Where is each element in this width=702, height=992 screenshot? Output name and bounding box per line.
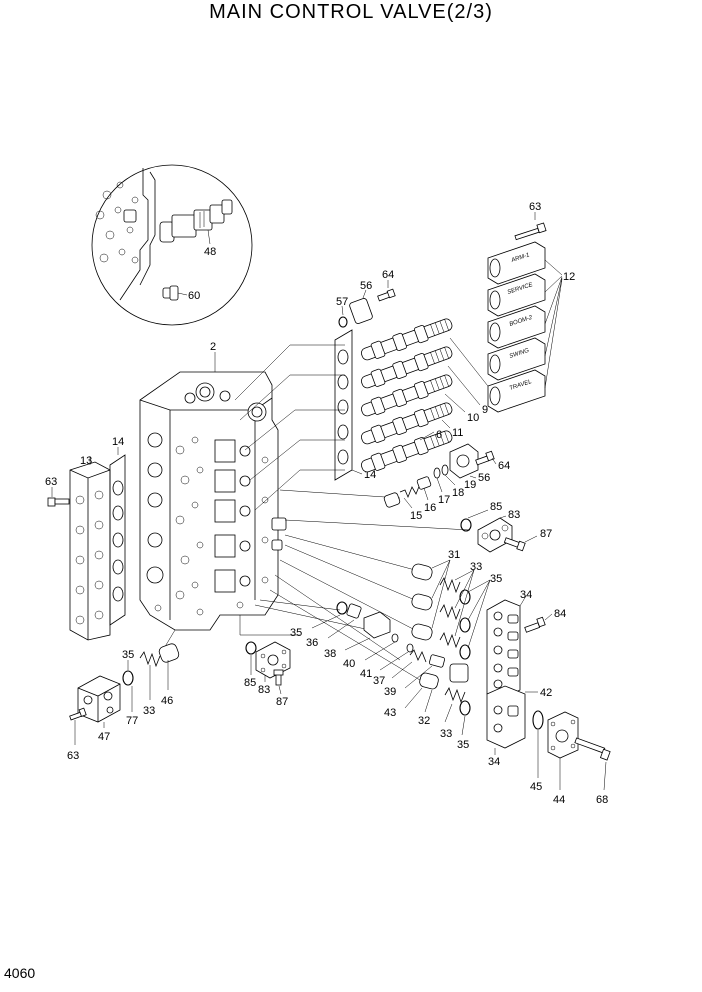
callout-10: 10 [467, 412, 479, 424]
main-valve-body [139, 371, 287, 631]
callout-13: 13 [80, 455, 92, 467]
callout-77: 77 [126, 715, 138, 727]
spool-set [361, 318, 453, 473]
callout-56-mid: 56 [478, 472, 490, 484]
callout-85-right: 85 [490, 501, 502, 513]
right-block-34 [486, 599, 526, 749]
callout-32: 32 [418, 715, 430, 727]
callout-35-lower: 35 [457, 739, 469, 751]
spool-cap-blocks: ARM-1 SERVICE BOOM-2 SWING TRAVEL [487, 241, 546, 413]
callout-33-lower: 33 [440, 728, 452, 740]
bolt-84 [524, 616, 546, 633]
callout-60: 60 [188, 290, 200, 302]
o-ring-plate-right [334, 329, 353, 481]
callout-33-left: 33 [143, 705, 155, 717]
relief-valve-48 [159, 199, 233, 243]
spool-label-arm-1: ARM-1 [510, 252, 531, 264]
callout-56-top: 56 [360, 280, 372, 292]
plate-44 [547, 711, 579, 759]
plug-56-top [349, 298, 373, 324]
callout-6: 6 [436, 429, 442, 441]
callout-35-mid: 35 [290, 627, 302, 639]
bolt-63-left [47, 497, 70, 507]
callout-16: 16 [424, 502, 436, 514]
flange-83-lower [255, 641, 291, 679]
o-ring-plate-left [109, 454, 126, 626]
callout-17: 17 [438, 494, 450, 506]
callout-35-left: 35 [122, 649, 134, 661]
callout-68: 68 [596, 794, 608, 806]
center-lower-parts [336, 601, 471, 716]
callout-87-lower: 87 [276, 696, 288, 708]
bolt-87-right [503, 537, 526, 552]
bolt-64-top [377, 288, 396, 302]
callout-64-mid: 64 [498, 460, 510, 472]
callout-87-right: 87 [540, 528, 552, 540]
callout-15: 15 [410, 510, 422, 522]
callout-37: 37 [373, 675, 385, 687]
callout-47: 47 [98, 731, 110, 743]
callout-2: 2 [210, 341, 216, 353]
callout-19: 19 [464, 479, 476, 491]
lower-left-parts [69, 643, 180, 723]
callout-63-top: 63 [529, 201, 541, 213]
page-number: 4060 [4, 965, 35, 981]
spool-end-parts [383, 443, 495, 508]
callout-18: 18 [452, 487, 464, 499]
diagram-title: MAIN CONTROL VALVE(2/3) [209, 1, 493, 23]
callout-34-lower: 34 [488, 756, 500, 768]
callout-11: 11 [452, 427, 463, 439]
callout-34-upper: 34 [520, 589, 532, 601]
callout-9: 9 [482, 404, 488, 416]
callout-42: 42 [540, 687, 552, 699]
callout-33-upper: 33 [470, 561, 482, 573]
callout-31: 31 [448, 549, 460, 561]
callout-14-left: 14 [112, 436, 124, 448]
callout-64-top: 64 [382, 269, 394, 281]
callout-36: 36 [306, 637, 318, 649]
check-valve-group-upper [411, 563, 471, 660]
bolt-68 [574, 737, 611, 761]
callout-83-right: 83 [508, 509, 520, 521]
bolt-63-top [514, 222, 547, 241]
callout-84: 84 [554, 608, 566, 620]
callout-57: 57 [336, 296, 348, 308]
callout-48: 48 [204, 246, 216, 258]
callout-45: 45 [530, 781, 542, 793]
callout-63-left: 63 [45, 476, 57, 488]
callout-46: 46 [161, 695, 173, 707]
callout-41: 41 [360, 668, 372, 680]
left-cover-13 [69, 461, 111, 641]
callout-40: 40 [343, 658, 355, 670]
callout-12: 12 [563, 271, 575, 283]
callout-38: 38 [324, 648, 336, 660]
callout-63-lower: 63 [67, 750, 79, 762]
callout-44: 44 [553, 794, 565, 806]
detail-inset: 48 60 [91, 164, 253, 326]
callout-39: 39 [384, 686, 396, 698]
callout-43: 43 [384, 707, 396, 719]
callout-83-lower: 83 [258, 684, 270, 696]
plug-60 [162, 285, 179, 301]
flange-83-right [477, 517, 513, 553]
callout-85-lower: 85 [244, 677, 256, 689]
callout-35-upper: 35 [490, 573, 502, 585]
bolt-87-lower [273, 669, 284, 686]
